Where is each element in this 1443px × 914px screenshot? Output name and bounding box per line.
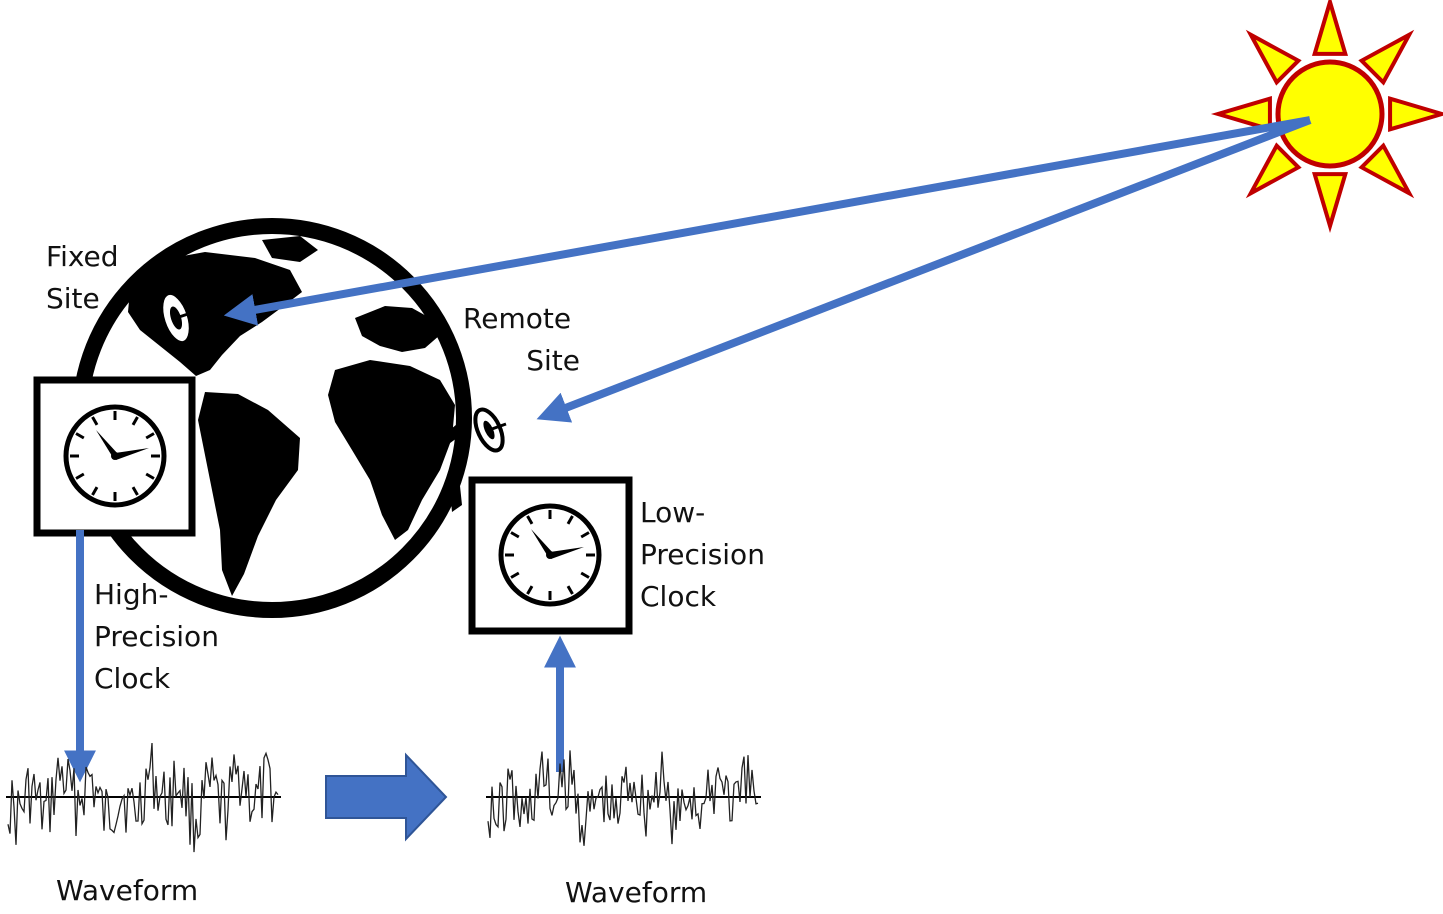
clock-tick [75, 432, 85, 440]
clock-tick [580, 531, 590, 539]
clock-minute-hand [115, 448, 149, 460]
fixed-site-label: Fixed Site [46, 240, 127, 315]
clock-tick [145, 432, 155, 440]
clock-hub [546, 551, 554, 559]
sun-ray [1245, 142, 1302, 199]
clock-hub [111, 452, 119, 460]
fixed-site-dish-icon [159, 290, 195, 346]
waveform-right-icon [486, 750, 761, 846]
low-precision-clock-box [468, 476, 633, 635]
waveform-left-label: Waveform [56, 874, 198, 907]
sun-disc [1275, 59, 1385, 169]
clock-icon [498, 503, 602, 607]
high-precision-clock-box [33, 376, 196, 537]
clock-hour-hand [96, 430, 118, 456]
block-arrow-right-icon [325, 752, 448, 842]
clock-tick [131, 486, 139, 496]
clock-icon [63, 404, 167, 508]
sun-ray [1311, 172, 1349, 234]
clock-tick [75, 472, 85, 480]
clock-hour-hand [531, 529, 553, 555]
sun-ray [1358, 29, 1415, 86]
sun-icon [1210, 0, 1443, 234]
clock-tick [510, 571, 520, 579]
sun-ray [1358, 142, 1415, 199]
sun-ray [1311, 0, 1349, 56]
clock-tick [580, 571, 590, 579]
clock-tick [91, 486, 99, 496]
waveform-left-icon [6, 742, 281, 853]
signal-arrow-to-remote-site [536, 116, 1312, 423]
clock-tick [131, 416, 139, 426]
sun-ray [1388, 95, 1443, 133]
remote-site-label: Remote Site [463, 302, 580, 377]
clock-tick [510, 531, 520, 539]
clock-minute-hand [550, 547, 584, 559]
high-precision-clock-label: High- Precision Clock [94, 578, 228, 695]
clock-tick [91, 416, 99, 426]
remote-site-dish-icon [440, 407, 507, 453]
clock-tick [566, 515, 574, 525]
waveform-right-label: Waveform [565, 876, 707, 909]
clock-tick [526, 585, 534, 595]
sun-ray [1245, 29, 1302, 86]
clock-tick [145, 472, 155, 480]
clock-tick [566, 585, 574, 595]
low-precision-clock-label: Low- Precision Clock [640, 496, 774, 613]
signal-arrow-to-fixed-site [223, 116, 1311, 326]
clock-tick [526, 515, 534, 525]
sun-ray [1210, 95, 1272, 133]
